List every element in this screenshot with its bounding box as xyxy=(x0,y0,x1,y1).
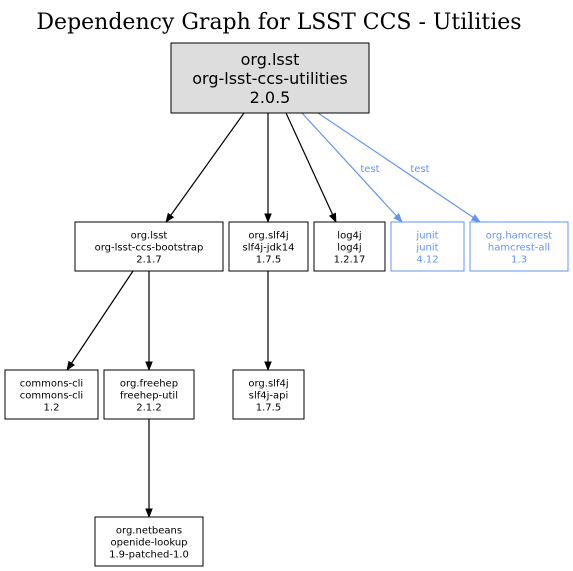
edge-root-to-bootstrap xyxy=(165,112,245,223)
node-label-slf4j-jdk14-0: org.slf4j xyxy=(248,231,288,242)
node-box-slf4j-api xyxy=(232,369,305,420)
edge-bootstrap-to-commons-cli xyxy=(66,270,134,371)
node-box-freehep xyxy=(103,369,195,420)
node-label-freehep-1: freehep-util xyxy=(120,391,178,402)
node-box-commons-cli xyxy=(4,369,99,420)
node-label-slf4j-api-1: slf4j-api xyxy=(249,391,289,402)
node-label-log4j-2: 1.2.17 xyxy=(334,255,366,266)
edge-label-junit: test xyxy=(360,164,379,175)
node-label-hamcrest-0: org.hamcrest xyxy=(486,231,553,242)
node-box-slf4j-jdk14 xyxy=(228,221,309,272)
node-label-junit-0: junit xyxy=(415,231,438,242)
node-label-slf4j-jdk14-1: slf4j-jdk14 xyxy=(243,243,295,254)
node-box-root xyxy=(170,42,370,114)
node-openide: org.netbeansopenide-lookup1.9-patched-1.… xyxy=(94,516,204,567)
node-label-log4j-0: log4j xyxy=(337,231,361,242)
node-label-bootstrap-2: 2.1.7 xyxy=(136,255,161,266)
node-label-freehep-2: 2.1.2 xyxy=(136,403,161,414)
node-label-bootstrap-1: org-lsst-ccs-bootstrap xyxy=(95,243,204,254)
node-label-commons-cli-1: commons-cli xyxy=(20,391,83,402)
edge-root-to-log4j xyxy=(285,112,337,223)
graph-title: Dependency Graph for LSST CCS - Utilitie… xyxy=(36,10,521,35)
edge-root-to-hamcrest xyxy=(317,112,481,223)
node-label-openide-1: openide-lookup xyxy=(110,538,187,549)
node-label-junit-1: junit xyxy=(415,243,438,254)
nodes-layer: org.lsstorg-lsst-ccs-utilities2.0.5org.l… xyxy=(4,42,569,567)
node-box-log4j xyxy=(313,221,386,272)
node-label-log4j-1: log4j xyxy=(337,243,361,254)
node-label-openide-0: org.netbeans xyxy=(116,526,182,537)
node-label-root-0: org.lsst xyxy=(241,50,300,69)
edge-label-hamcrest: test xyxy=(410,164,429,175)
node-label-commons-cli-2: 1.2 xyxy=(44,403,60,414)
node-label-junit-2: 4.12 xyxy=(416,255,438,266)
node-label-slf4j-api-0: org.slf4j xyxy=(248,379,288,390)
node-label-hamcrest-2: 1.3 xyxy=(511,255,527,266)
node-label-root-1: org-lsst-ccs-utilities xyxy=(192,69,348,88)
node-label-openide-2: 1.9-patched-1.0 xyxy=(109,550,189,561)
node-label-freehep-0: org.freehep xyxy=(120,379,178,390)
node-label-slf4j-jdk14-2: 1.7.5 xyxy=(256,255,281,266)
node-box-bootstrap xyxy=(74,221,224,272)
node-label-bootstrap-0: org.lsst xyxy=(131,231,168,242)
node-box-openide xyxy=(94,516,204,567)
node-label-slf4j-api-2: 1.7.5 xyxy=(256,403,281,414)
node-box-hamcrest xyxy=(469,221,569,272)
node-label-hamcrest-1: hamcrest-all xyxy=(488,243,550,254)
edges-layer: test test xyxy=(66,112,481,518)
edge-root-to-junit xyxy=(301,112,403,223)
node-label-commons-cli-0: commons-cli xyxy=(20,379,83,390)
node-label-root-2: 2.0.5 xyxy=(250,88,291,107)
node-box-junit xyxy=(390,221,465,272)
